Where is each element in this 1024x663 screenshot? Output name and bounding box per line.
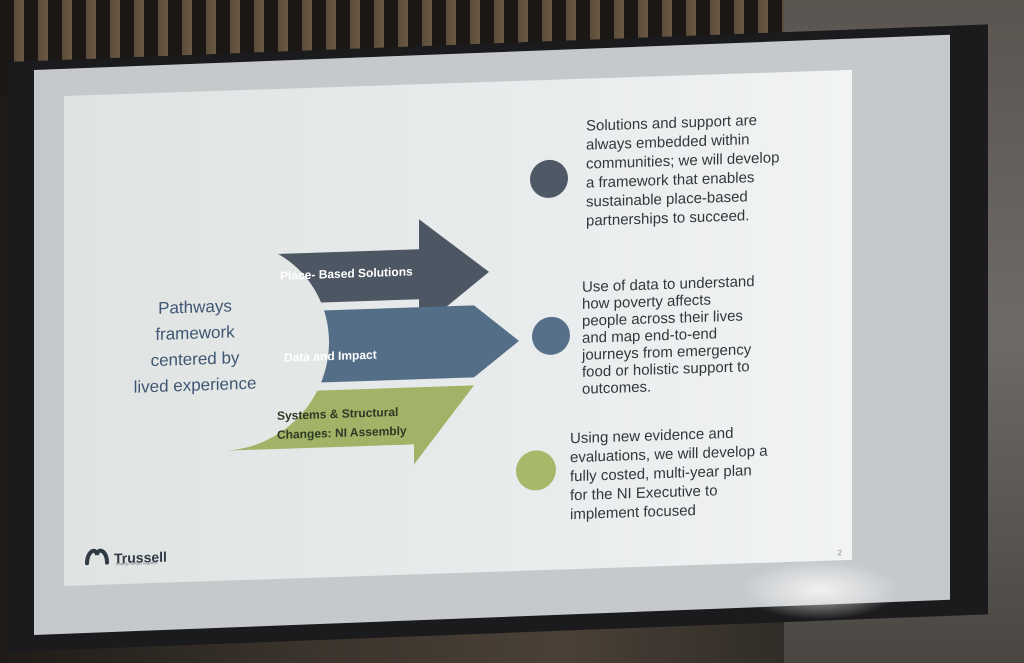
arrow-label-systems: Systems & Structural Changes: NI Assembl… [277,404,407,442]
point-text-2: Use of data to understand how poverty af… [582,273,755,398]
point-text-3: Using new evidence and evaluations, we w… [570,424,768,524]
page-number: 2 [837,548,842,558]
bullet-dot-blue [532,316,570,356]
trussell-logo-icon [85,548,109,566]
pathway-arrows [229,219,519,465]
center-circle [229,240,329,451]
center-title: Pathways framework centered by lived exp… [110,292,280,402]
light-glare [740,560,900,620]
logo-tagline: Ending hunger together [116,559,158,567]
bullet-dot-dark [530,159,568,199]
point-text-1: Solutions and support are always embedde… [586,112,780,230]
bullet-dot-green [516,449,556,492]
trussell-logo: Trussell Ending hunger together [84,543,167,568]
presentation-slide: Pathways framework centered by lived exp… [64,69,852,586]
